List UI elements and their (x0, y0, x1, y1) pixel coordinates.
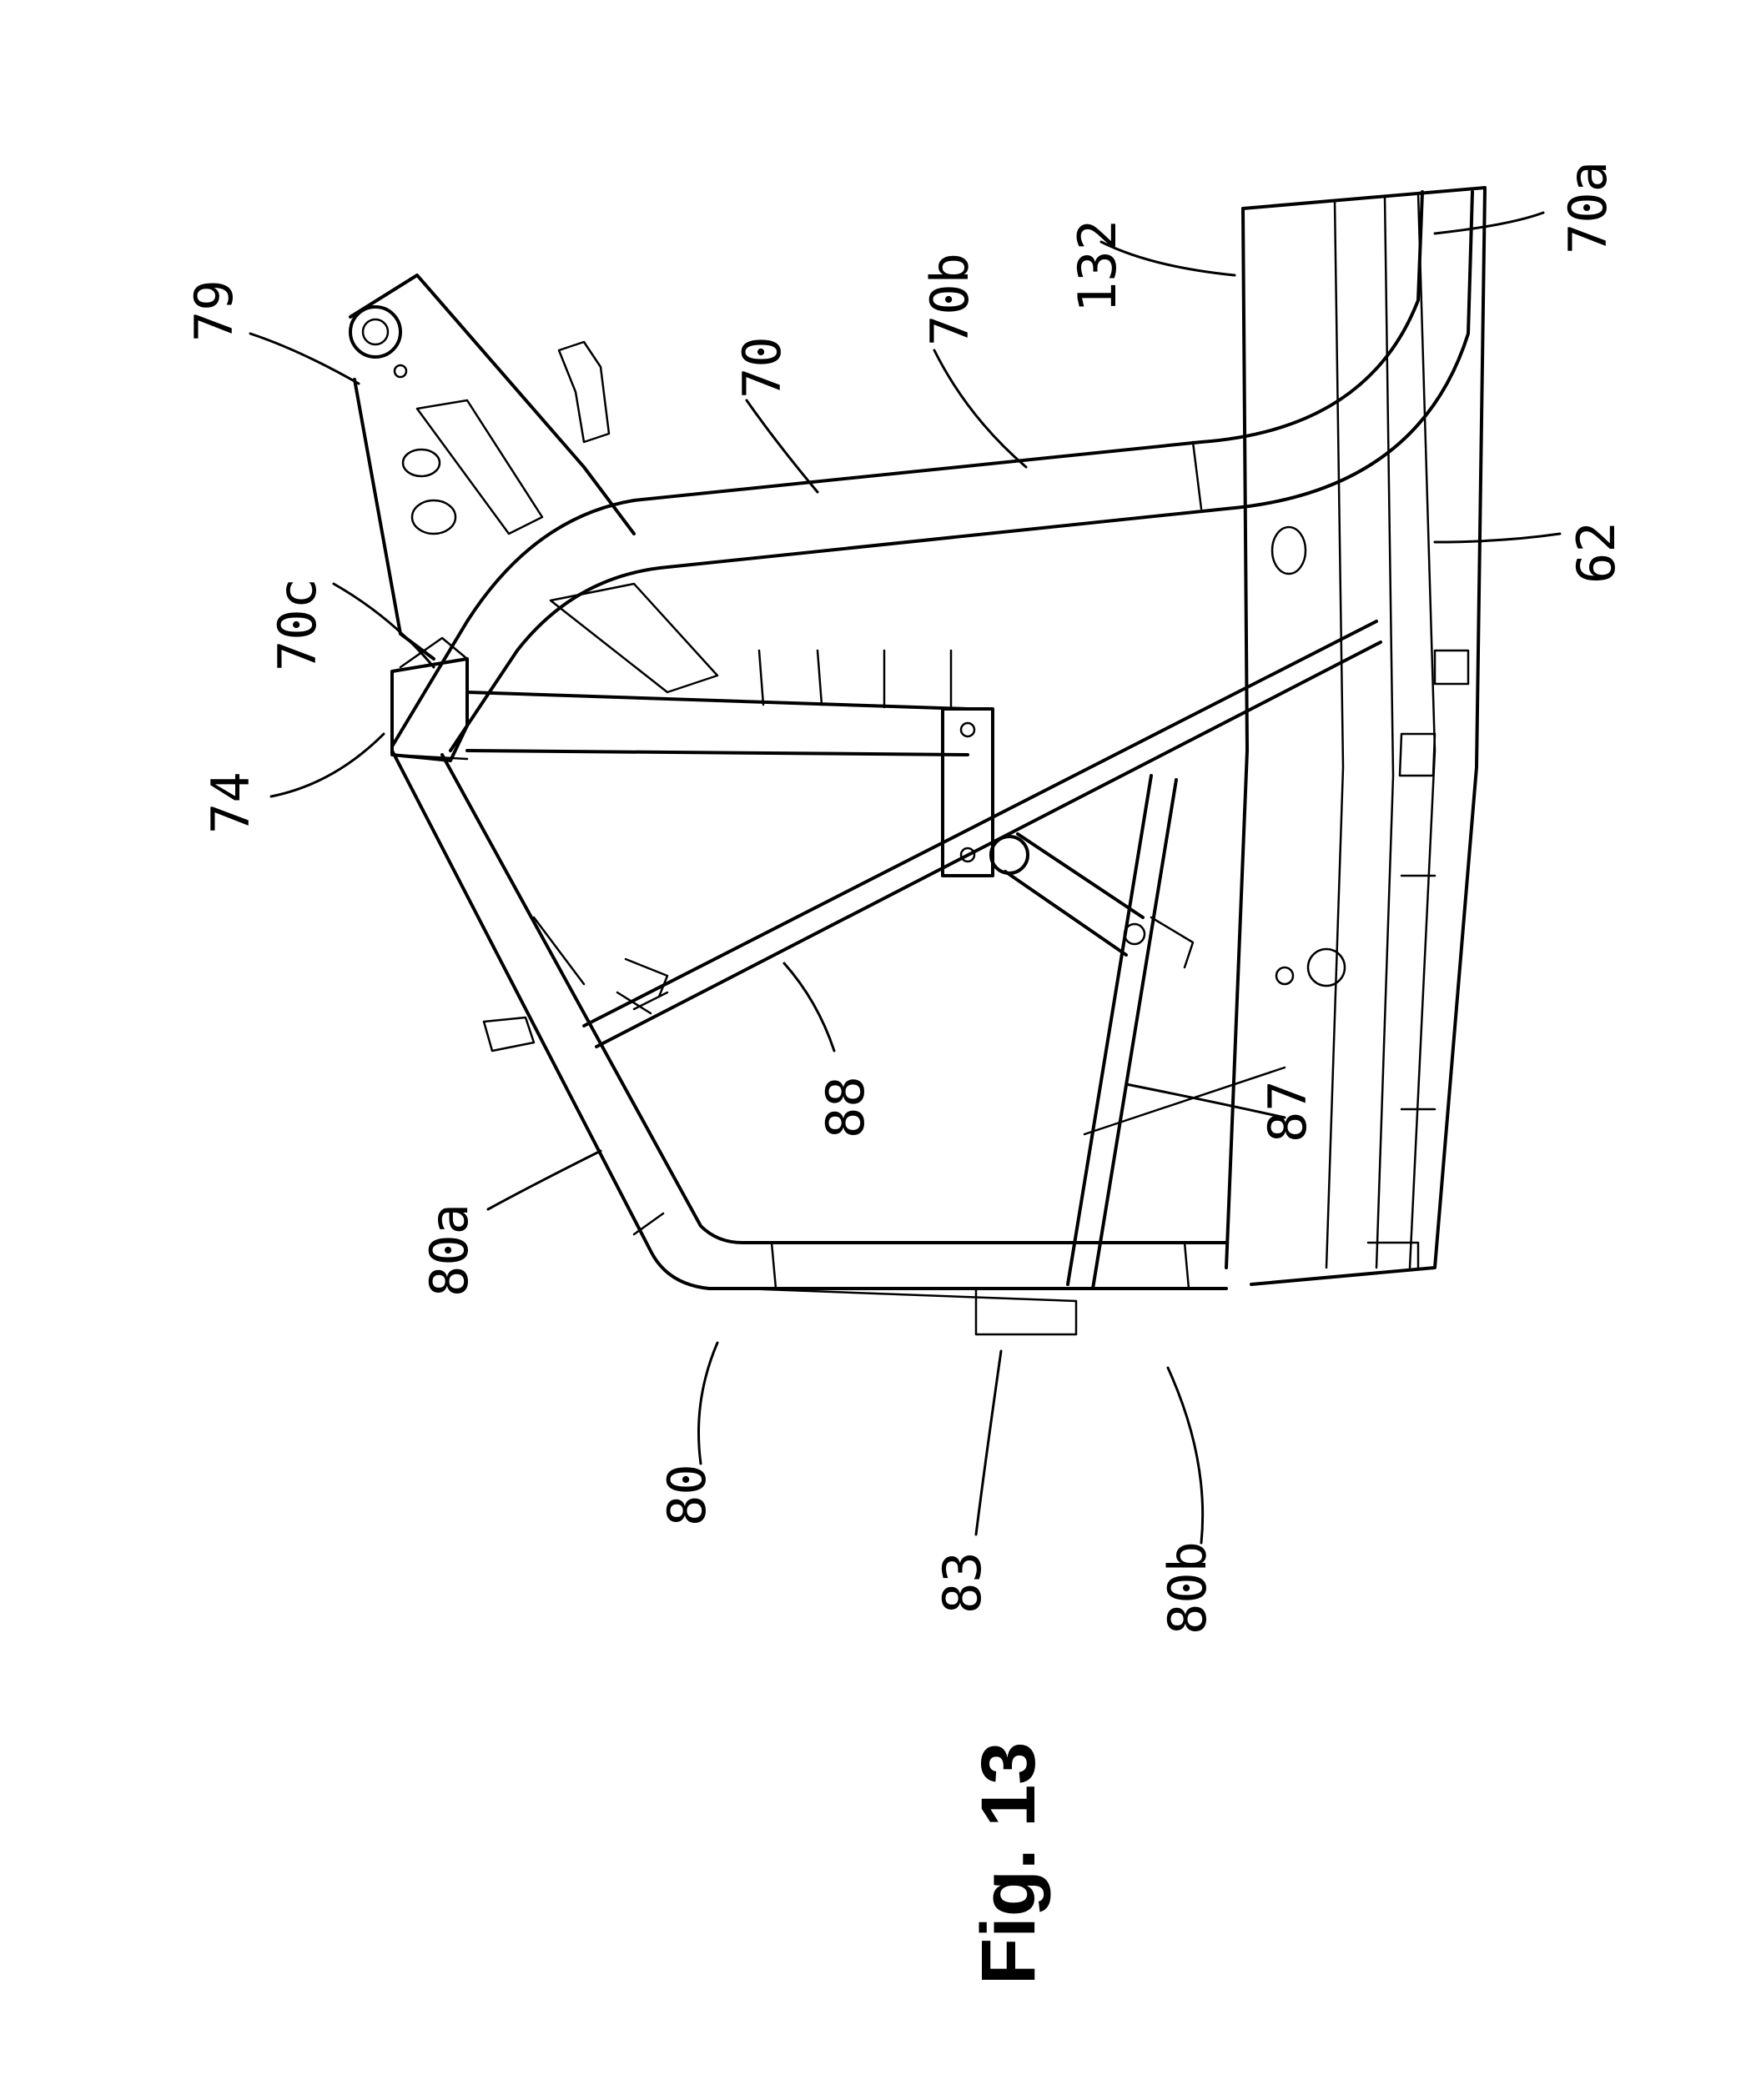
label-80: 80 (657, 1464, 717, 1526)
front-pipe-80 (390, 749, 1228, 1336)
leader-74 (269, 732, 385, 798)
label-70c: 70c (267, 578, 328, 671)
diagonal-member-87 (1066, 774, 1346, 1290)
label-80a: 80a (419, 1203, 480, 1297)
leader-lines (249, 211, 1562, 1545)
leader-132 (1099, 240, 1236, 277)
leader-80 (697, 1341, 719, 1465)
leader-88 (782, 962, 836, 1053)
leader-70a (1433, 211, 1545, 235)
label-88: 88 (815, 1076, 876, 1138)
bottom-sill-62 (1225, 186, 1487, 1286)
label-74: 74 (200, 771, 261, 834)
leader-80a (486, 1149, 602, 1211)
pivot-plate (941, 707, 1146, 957)
label-132: 132 (1067, 219, 1128, 313)
label-70b: 70b (919, 253, 980, 346)
label-83: 83 (932, 1551, 993, 1614)
reference-numerals: 79 70c 74 70 70b 132 70a 62 88 87 80a 80… (184, 161, 1627, 1635)
misc-brackets (482, 916, 1195, 1053)
label-80b: 80b (1157, 1541, 1218, 1635)
leader-79 (249, 332, 360, 385)
leader-70 (745, 399, 819, 494)
frame-line-art (349, 186, 1487, 1336)
label-79: 79 (184, 279, 244, 342)
seat-rail (465, 649, 969, 756)
label-62: 62 (1566, 521, 1627, 584)
leader-70c (332, 582, 435, 669)
leader-87 (1125, 1083, 1286, 1119)
junction-block-74 (390, 636, 469, 762)
figure-caption: Fig. 13 (966, 1742, 1051, 1985)
leader-62 (1433, 532, 1562, 544)
leader-83 (974, 1349, 1003, 1536)
leader-80b (1166, 1366, 1205, 1545)
label-70a: 70a (1557, 161, 1618, 254)
cross-member-88 (582, 620, 1382, 1048)
upper-frame-pipe-70 (390, 190, 1474, 752)
leader-70b (933, 349, 1028, 469)
bracket-79 (349, 274, 719, 694)
label-70: 70 (732, 336, 792, 399)
label-87: 87 (1257, 1080, 1318, 1143)
